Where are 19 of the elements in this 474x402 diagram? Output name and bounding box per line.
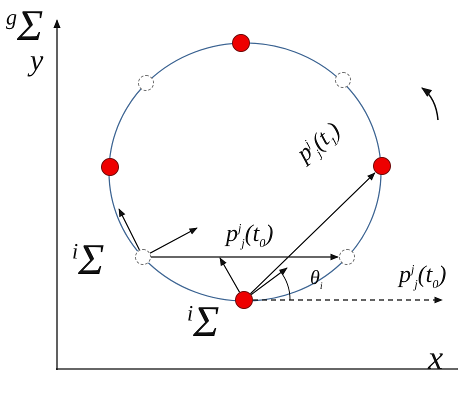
filled-point — [235, 291, 253, 309]
arrow — [118, 208, 140, 250]
arrow — [253, 296, 443, 304]
arrow — [151, 254, 339, 260]
arrow — [250, 172, 376, 294]
arrow — [219, 257, 240, 292]
axis-label: $^{i}$Σ — [187, 300, 220, 344]
filled-point — [373, 157, 391, 175]
filled-point — [232, 34, 250, 52]
hollow-point — [138, 75, 154, 91]
hollow-point — [335, 72, 351, 88]
hollow-point — [339, 249, 355, 265]
hollow-point — [135, 249, 151, 265]
axis-label: $^{g}$Σ — [6, 4, 44, 48]
filled-point — [101, 158, 119, 176]
arrow — [150, 227, 198, 254]
axis-label: $^{i}$Σ — [72, 238, 104, 282]
arrow — [250, 268, 288, 296]
axis-label: y — [30, 46, 44, 76]
